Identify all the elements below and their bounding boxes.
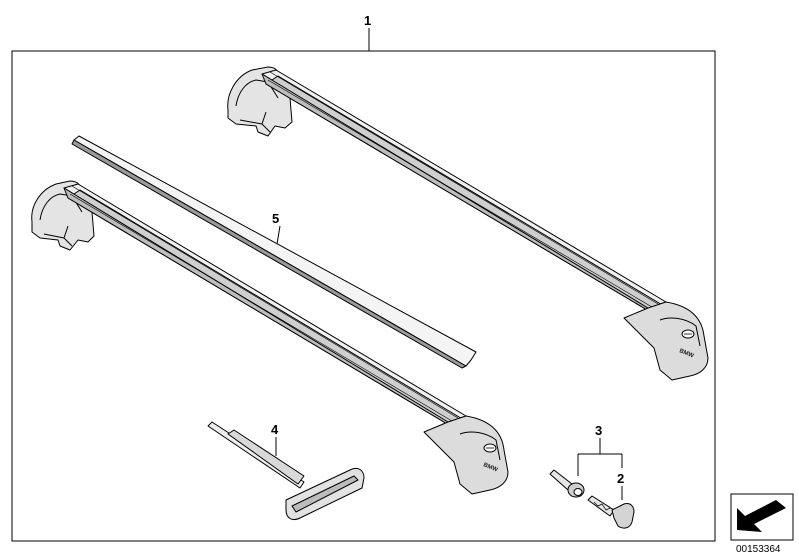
rubber-strip bbox=[71, 135, 477, 369]
callout-2: 2 bbox=[617, 471, 624, 486]
arrow-down-left-icon[interactable] bbox=[730, 493, 794, 541]
leader-5 bbox=[276, 225, 281, 245]
lock-key bbox=[587, 495, 635, 529]
rear-crossbar-brand-mark: BMW bbox=[678, 348, 694, 359]
front-crossbar bbox=[31, 180, 509, 495]
assembly-frame bbox=[11, 28, 716, 542]
front-crossbar-right-foot bbox=[423, 415, 509, 495]
callout-3: 3 bbox=[595, 423, 602, 438]
front-crossbar-brand-mark: BMW bbox=[482, 462, 498, 473]
rear-crossbar bbox=[227, 66, 709, 381]
lock-set-bracket bbox=[577, 438, 623, 500]
t-handle-tool bbox=[207, 421, 365, 521]
callout-4: 4 bbox=[271, 422, 279, 437]
callout-1: 1 bbox=[364, 13, 371, 28]
callout-5: 5 bbox=[272, 211, 279, 226]
rear-crossbar-right-foot bbox=[623, 301, 709, 381]
document-number: 00153364 bbox=[736, 544, 781, 555]
lock-key-bow bbox=[611, 503, 635, 529]
lock-cylinder bbox=[549, 469, 585, 498]
